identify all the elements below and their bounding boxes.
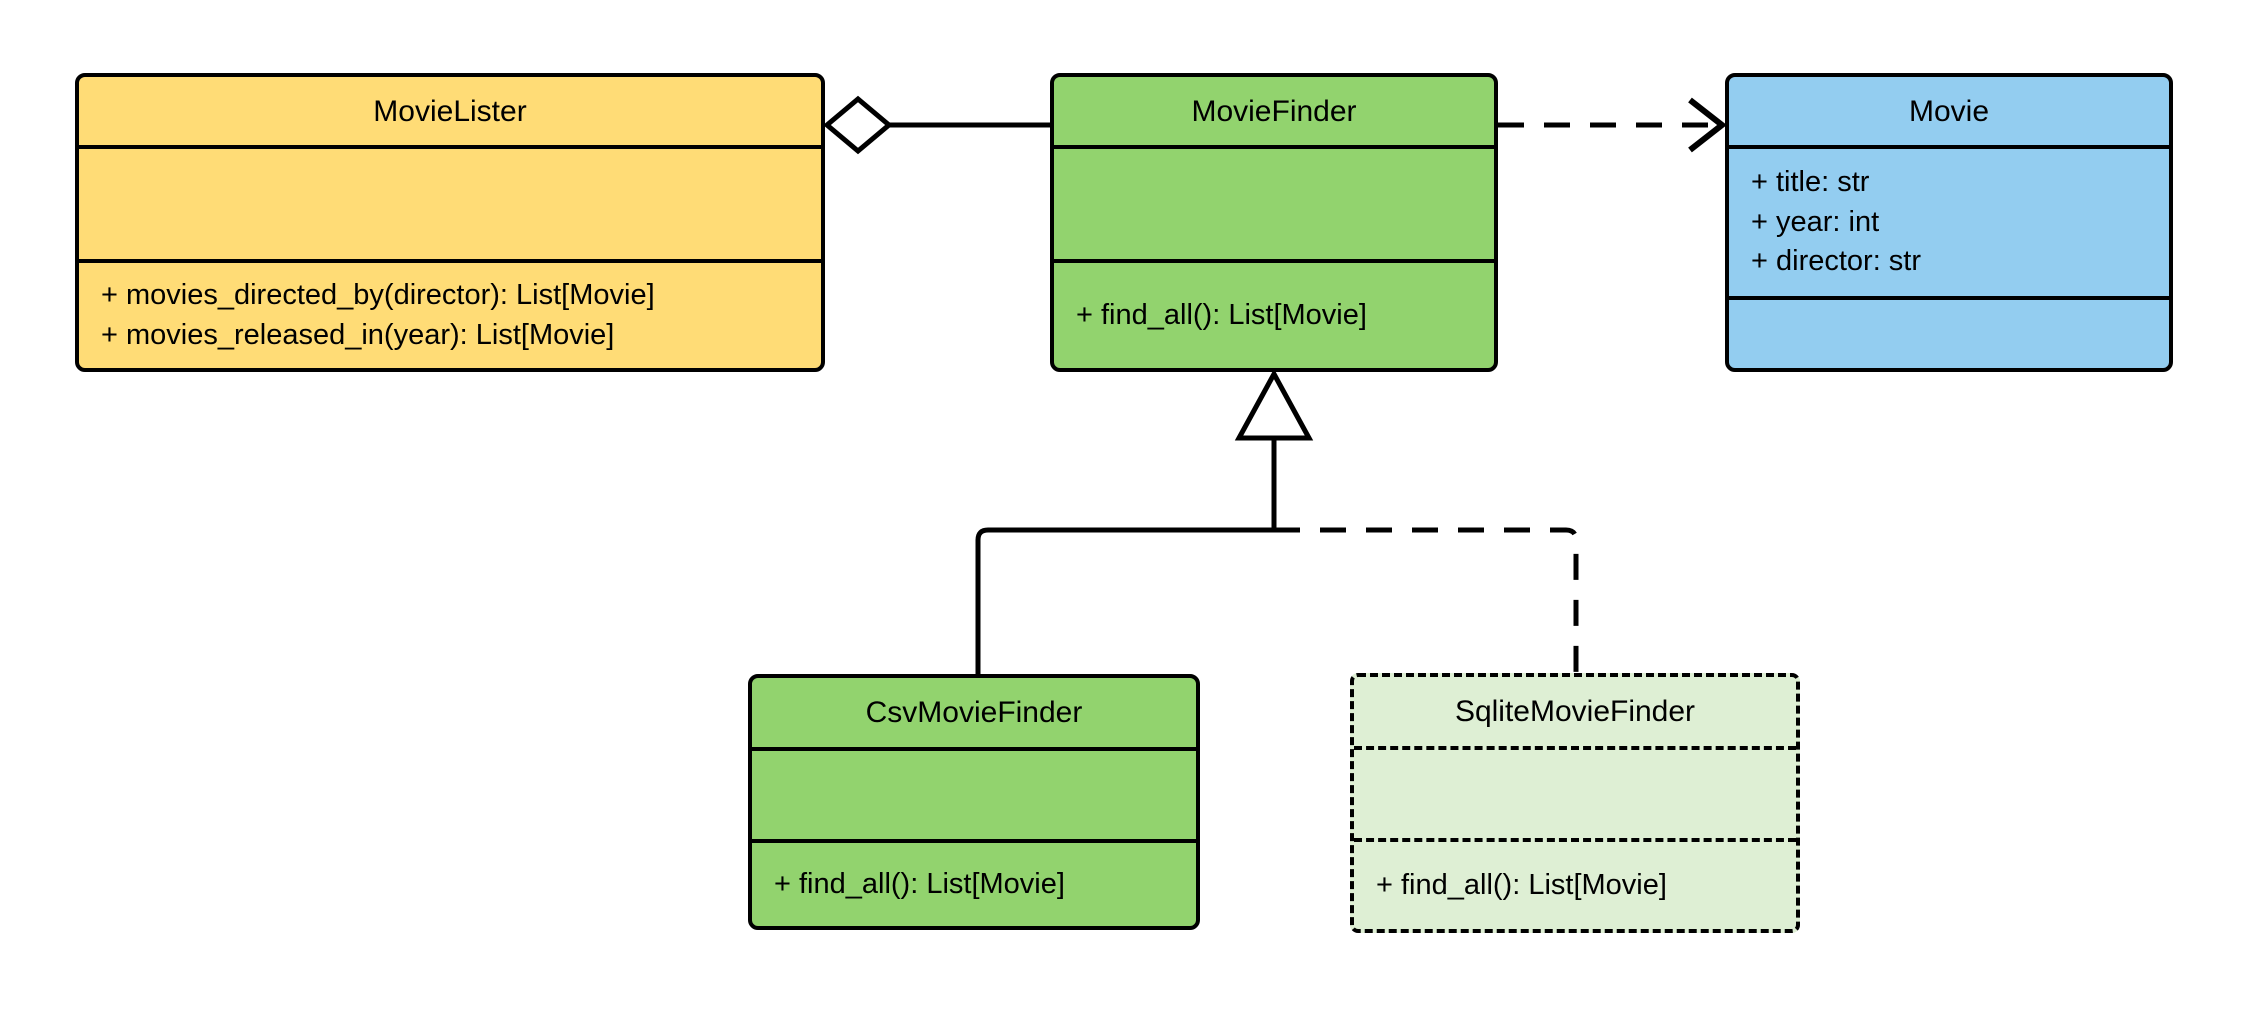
uml-class-movie-lister[interactable]: MovieLister + movies_directed_by(directo… — [75, 73, 825, 372]
dependency-edge-moviefinder-movie — [1498, 97, 1727, 153]
class-attributes-compartment: + title: str + year: int + director: str — [1729, 145, 2169, 296]
class-name-label: SqliteMovieFinder — [1454, 695, 1696, 728]
uml-class-movie[interactable]: Movie + title: str + year: int + directo… — [1725, 73, 2173, 372]
class-member: + find_all(): List[Movie] — [774, 867, 1065, 900]
generalization-trunk — [1234, 368, 1314, 530]
aggregation-edge-movielister-moviefinder — [823, 95, 1050, 155]
class-member: + find_all(): List[Movie] — [1076, 299, 1367, 331]
class-methods-compartment: + find_all(): List[Movie] — [1054, 259, 1494, 368]
class-member: + title: str — [1751, 166, 1870, 199]
class-member: + movies_directed_by(director): List[Mov… — [101, 279, 655, 312]
class-attributes-compartment — [1354, 746, 1796, 838]
realization-branch-sqlite — [1274, 527, 1579, 673]
class-title-compartment: MovieFinder — [1054, 77, 1494, 145]
class-attributes-compartment — [79, 145, 821, 259]
class-title-compartment: SqliteMovieFinder — [1354, 677, 1796, 746]
uml-class-csv-movie-finder[interactable]: CsvMovieFinder + find_all(): List[Movie] — [748, 674, 1200, 930]
uml-class-sqlite-movie-finder[interactable]: SqliteMovieFinder + find_all(): List[Mov… — [1350, 673, 1800, 933]
class-title-compartment: Movie — [1729, 77, 2169, 145]
class-member: + find_all(): List[Movie] — [1376, 868, 1667, 901]
class-methods-compartment: + find_all(): List[Movie] — [1354, 838, 1796, 929]
class-member: + director: str — [1751, 245, 1922, 278]
class-name-label: CsvMovieFinder — [865, 696, 1083, 729]
class-member: + year: int — [1751, 205, 1880, 238]
class-name-label: MovieFinder — [1191, 94, 1357, 128]
class-methods-compartment: + find_all(): List[Movie] — [752, 839, 1196, 926]
class-title-compartment: MovieLister — [79, 77, 821, 145]
open-arrow-icon — [1688, 97, 1727, 153]
generalization-branch-csv — [975, 527, 1274, 674]
class-title-compartment: CsvMovieFinder — [752, 678, 1196, 747]
hollow-diamond-icon — [823, 95, 893, 155]
class-attributes-compartment — [752, 747, 1196, 839]
class-attributes-compartment — [1054, 145, 1494, 259]
class-name-label: MovieLister — [373, 94, 527, 128]
hollow-triangle-icon — [1234, 368, 1314, 441]
class-member: + movies_released_in(year): List[Movie] — [101, 318, 615, 351]
class-methods-compartment — [1729, 295, 2169, 368]
uml-class-movie-finder[interactable]: MovieFinder + find_all(): List[Movie] — [1050, 73, 1498, 372]
class-name-label: Movie — [1908, 94, 1990, 128]
class-methods-compartment: + movies_directed_by(director): List[Mov… — [79, 259, 821, 368]
